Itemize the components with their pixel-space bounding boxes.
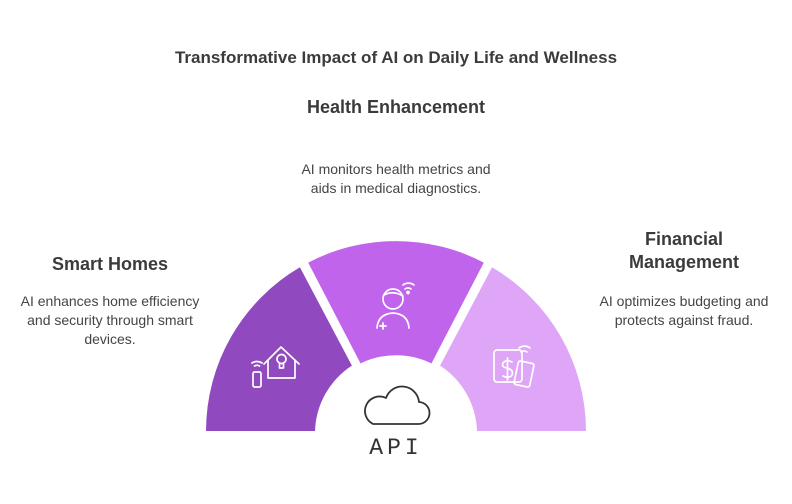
smart-home-icon [251,346,300,388]
diagram-title: Transformative Impact of AI on Daily Lif… [174,48,618,67]
api-label: API [369,435,422,461]
health-heading: Health Enhancement [306,97,486,117]
health-description: AI monitors health metrics and aids in m… [301,161,491,196]
smart-homes-heading: Smart Homes [51,254,169,274]
financial-heading: Financial Management [628,229,740,272]
finance-wallet-icon [493,345,535,388]
smart-homes-description: AI enhances home efficiency and security… [20,293,200,347]
segment-health [308,241,484,364]
cloud-icon [364,385,431,425]
financial-description: AI optimizes budgeting and protects agai… [599,293,769,328]
health-person-icon [376,282,415,330]
